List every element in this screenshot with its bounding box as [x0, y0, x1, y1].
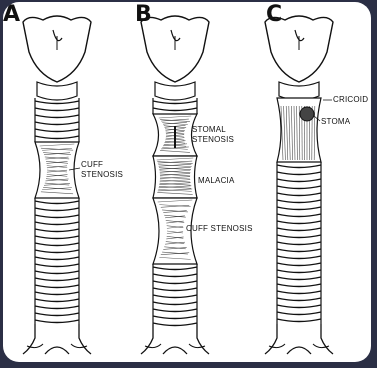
carina: [265, 324, 333, 354]
tracheal-ring: [277, 235, 321, 238]
tracheal-ring: [35, 201, 79, 204]
label-b-cuff-stenosis: CUFF STENOSIS: [186, 224, 253, 234]
tracheal-ring: [35, 271, 79, 274]
stoma-c: [300, 107, 314, 121]
tracheal-ring: [35, 115, 79, 118]
tracheal-ring: [153, 274, 197, 277]
tracheal-ring: [277, 221, 321, 224]
tracheal-ring: [153, 101, 197, 104]
label-b-malacia: MALACIA: [198, 176, 235, 186]
panel-letter-b: B: [135, 4, 152, 26]
tracheal-ring: [35, 292, 79, 295]
tracheal-ring: [277, 270, 321, 273]
tracheal-ring: [153, 323, 197, 326]
label-a-stenosis: STENOSIS: [81, 170, 123, 180]
trachea-a: [23, 16, 91, 354]
tracheal-ring: [35, 215, 79, 218]
tracheal-ring: [153, 267, 197, 270]
tracheal-ring: [277, 228, 321, 231]
tracheal-ring: [35, 264, 79, 267]
tracheal-ring: [277, 172, 321, 175]
tracheal-ring: [35, 278, 79, 281]
tracheal-ring: [153, 288, 197, 291]
tracheal-ring: [35, 108, 79, 111]
label-b-stomal: STOMAL: [192, 125, 226, 135]
tracheal-ring: [277, 298, 321, 301]
tracheal-ring: [35, 208, 79, 211]
tracheal-ring: [153, 108, 197, 111]
bronchus-ring: [269, 344, 285, 348]
trachea-c: [265, 16, 333, 354]
tracheal-ring: [35, 222, 79, 225]
label-c-stoma: STOMA: [321, 117, 350, 127]
tracheal-ring: [35, 229, 79, 232]
tracheal-ring: [35, 129, 79, 132]
label-c-cricoid: CRICOID: [333, 95, 368, 105]
tracheal-ring: [277, 207, 321, 210]
tracheal-ring: [277, 193, 321, 196]
tracheal-ring: [277, 305, 321, 308]
tracheal-ring: [277, 179, 321, 182]
tracheal-ring: [35, 320, 79, 323]
tracheal-ring: [35, 243, 79, 246]
cricoid-cartilage: [37, 82, 77, 100]
tracheal-ring: [277, 186, 321, 189]
tracheal-ring: [35, 236, 79, 239]
tracheal-ring: [277, 284, 321, 287]
tracheal-ring: [35, 250, 79, 253]
figure-card: A B C CUFF STENOSIS STOMAL STENOSIS MALA…: [3, 2, 371, 362]
bronchus-ring: [71, 344, 87, 348]
bronchus-ring: [313, 344, 329, 348]
tracheal-ring: [153, 316, 197, 319]
cricoid-cartilage: [279, 82, 319, 100]
carina: [141, 324, 209, 354]
bronchus-ring: [145, 344, 161, 348]
tracheal-ring: [153, 295, 197, 298]
tracheal-ring: [153, 302, 197, 305]
tracheal-ring: [277, 319, 321, 322]
tracheal-ring: [153, 281, 197, 284]
cricoid-cartilage: [155, 82, 195, 100]
tracheal-ring: [277, 256, 321, 259]
tracheal-ring: [277, 312, 321, 315]
tracheal-ring: [35, 313, 79, 316]
trachea-diagram: [3, 2, 371, 362]
tracheal-ring: [35, 122, 79, 125]
tracheal-ring: [35, 257, 79, 260]
panel-letter-a: A: [3, 4, 20, 26]
tracheal-ring: [277, 291, 321, 294]
tracheal-ring: [277, 277, 321, 280]
label-a-cuff: CUFF: [81, 160, 103, 170]
bronchus-ring: [189, 344, 205, 348]
tracheal-ring: [35, 136, 79, 139]
tracheal-ring: [35, 101, 79, 104]
tracheal-ring: [35, 299, 79, 302]
tracheal-ring: [35, 306, 79, 309]
tracheal-ring: [277, 165, 321, 168]
label-b-stomal-stenosis: STENOSIS: [192, 135, 234, 145]
tracheal-ring: [277, 263, 321, 266]
tracheal-ring: [277, 249, 321, 252]
tracheal-ring: [35, 285, 79, 288]
panel-letter-c: C: [266, 4, 282, 26]
carina: [23, 324, 91, 354]
tracheal-ring: [277, 200, 321, 203]
tracheal-ring: [277, 242, 321, 245]
bronchus-ring: [27, 344, 43, 348]
tracheal-ring: [153, 309, 197, 312]
tracheal-ring: [277, 214, 321, 217]
